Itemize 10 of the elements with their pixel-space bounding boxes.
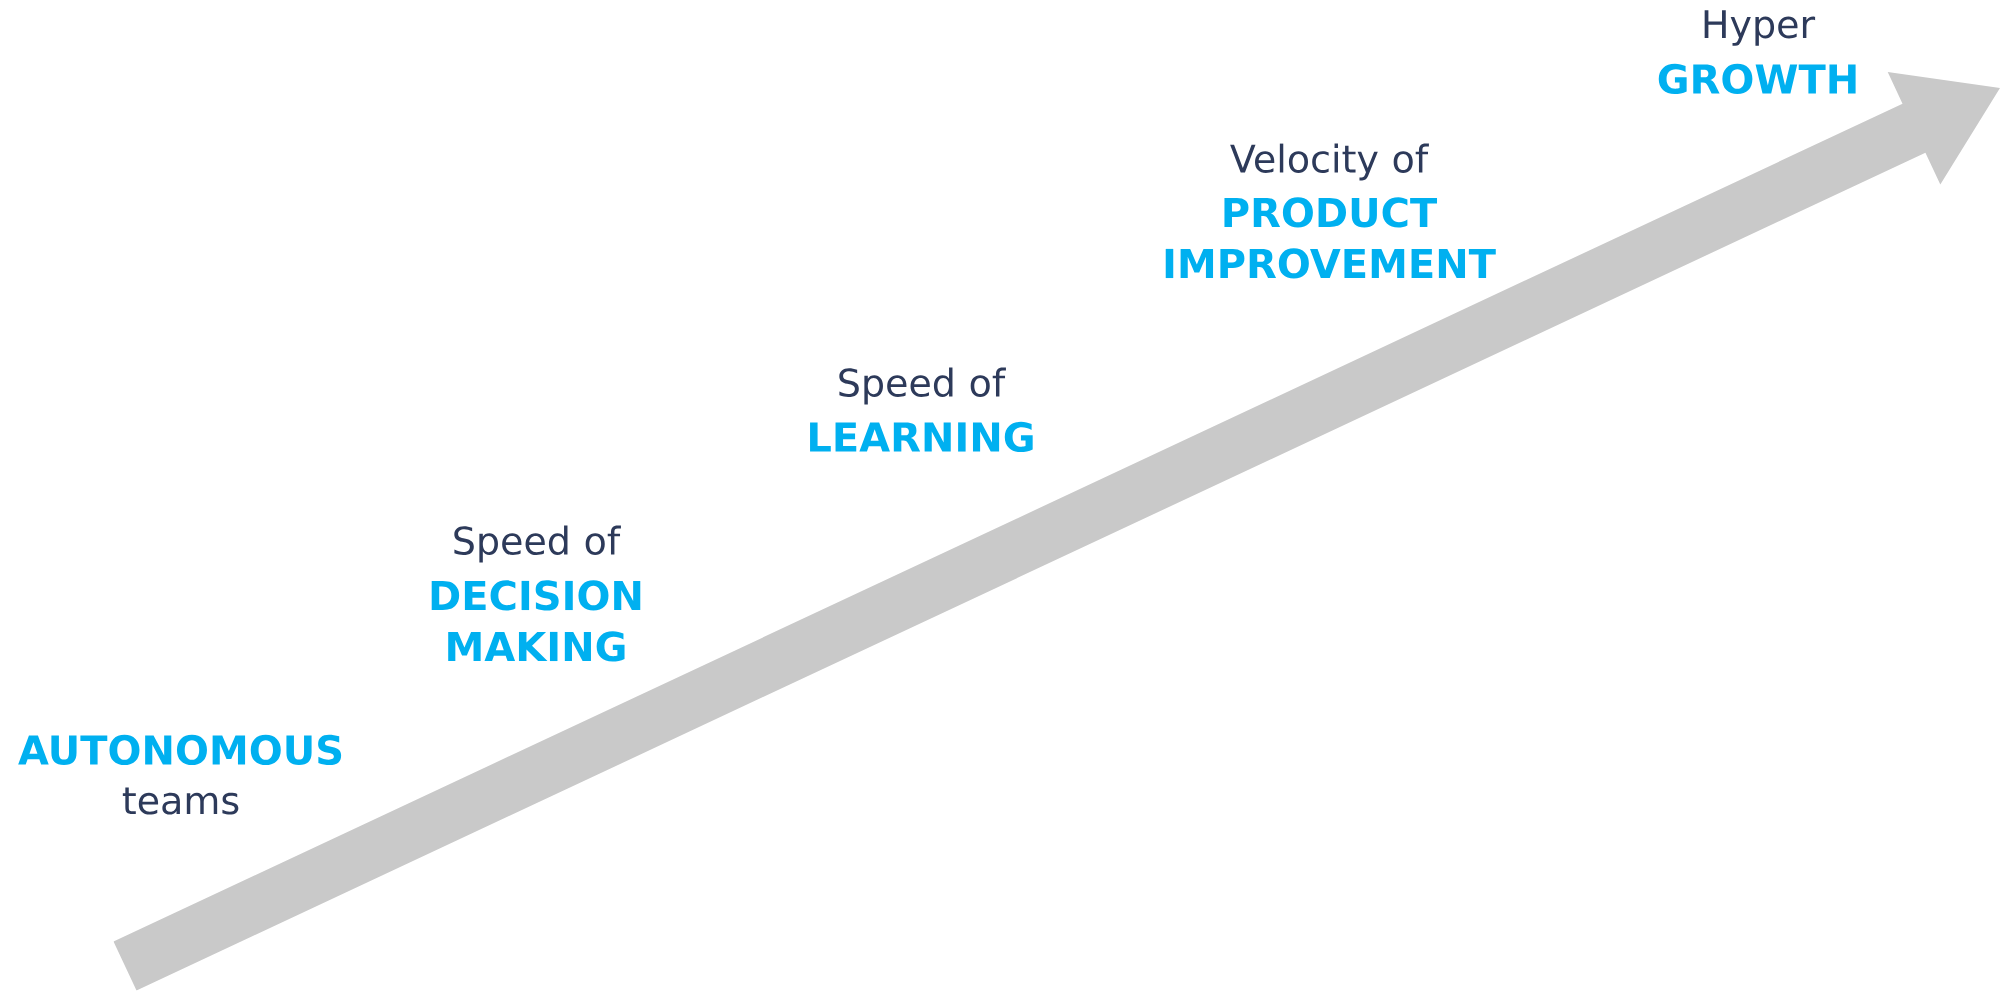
label-text: teams bbox=[122, 787, 239, 815]
label-text: Speed of bbox=[839, 367, 1006, 405]
label-text: Hyper bbox=[1704, 10, 1816, 46]
label-text: Speed of bbox=[454, 525, 621, 563]
label-text: LEARNING bbox=[810, 421, 1033, 453]
label-text: GROWTH bbox=[1658, 63, 1856, 95]
label-text: AUTONOMOUS bbox=[18, 734, 342, 766]
label-text: Velocity of bbox=[1230, 143, 1429, 181]
label-text: DECISION MAKING bbox=[431, 580, 641, 662]
label-text: PRODUCT IMPROVEMENT bbox=[1165, 197, 1496, 279]
